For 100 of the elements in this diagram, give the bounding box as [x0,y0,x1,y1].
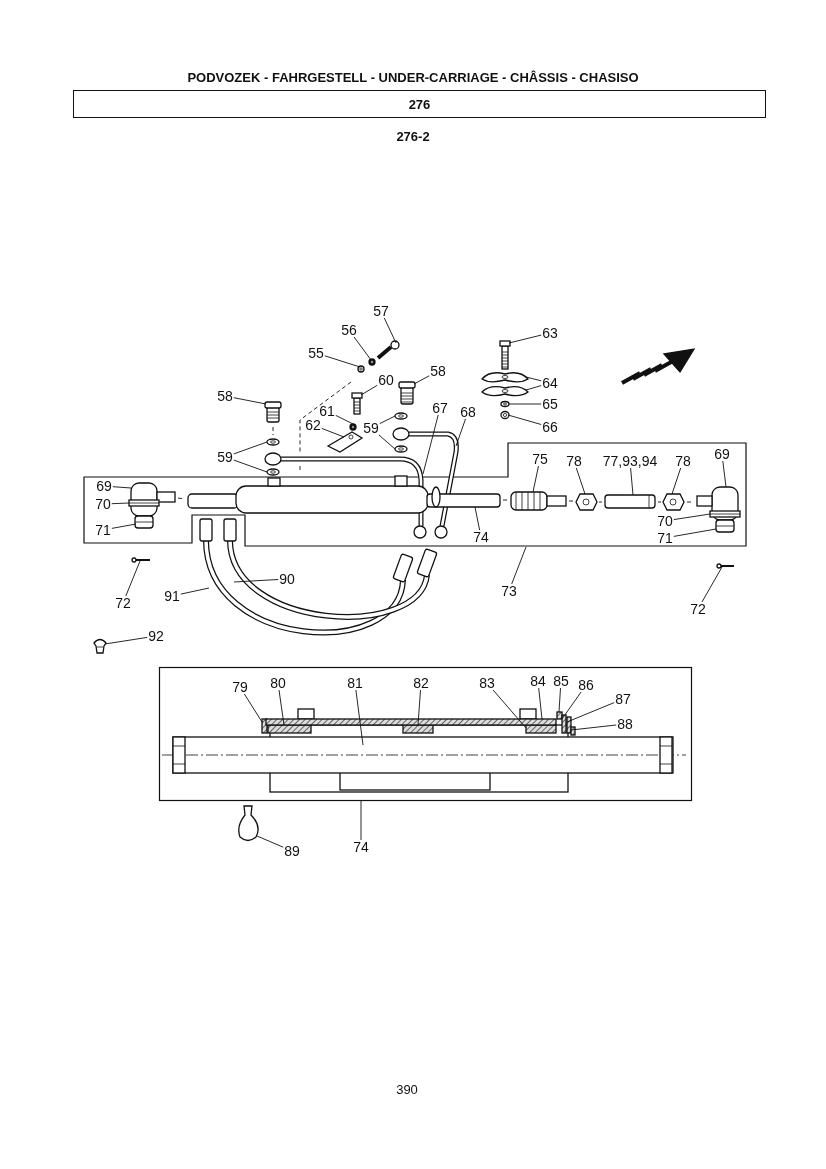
assembly-outline [84,443,747,547]
leader-line [111,502,130,505]
callout-number: 73 [501,583,517,599]
callout-number: 74 [473,529,489,545]
callout-number: 63 [542,325,558,341]
callout-number: 90 [279,571,295,587]
callout-number: 84 [530,673,546,689]
leader-line [538,687,543,720]
leader-line [104,636,148,645]
callout-number: 58 [430,363,446,379]
leader-line [233,397,267,405]
coupling-drawing [510,491,567,511]
nut-drawing [368,358,376,366]
callout-number: 62 [305,417,321,433]
leader-line [507,414,542,425]
clamp-plate-drawing [481,372,529,383]
callout-number: 87 [615,691,631,707]
washer-drawing [394,412,408,420]
callout-number: 91 [164,588,180,604]
leader-line [455,418,466,447]
callout-number: 74 [353,839,369,855]
callout-number: 72 [690,601,706,617]
section-view-frame [159,667,692,801]
bolt-drawing [351,392,363,415]
section-number: 276 [408,96,431,112]
callout-number: 79 [232,679,248,695]
callout-number: 57 [373,303,389,319]
leader-line [630,467,634,496]
callout-number: 59 [217,449,233,465]
page-number: 390 [396,1081,418,1097]
leader-line [508,334,542,344]
callout-number: 81 [347,675,363,691]
leader-line [256,835,284,848]
nut-drawing [500,410,510,420]
clamp-plate-drawing [481,386,529,397]
callout-number: 88 [617,716,633,732]
leader-line [324,355,361,368]
callout-number: 83 [479,675,495,691]
callout-number: 70 [95,496,111,512]
leader-line [422,414,439,475]
washer-drawing [500,400,510,408]
page-title: PODVOZEK - FAHRGESTELL - UNDER-CARRIAGE - CHÂSSIS - CHASISO [186,70,640,85]
leader-line [353,336,372,361]
washer-drawing [357,365,365,373]
leader-line [671,467,682,495]
leader-line [558,687,561,713]
leader-line [180,587,210,595]
callout-number: 85 [553,673,569,689]
callout-number: 71 [657,530,673,546]
leader-line [111,523,137,529]
callout-number: 67 [432,400,448,416]
leader-line [722,460,727,488]
callout-number: 80 [270,675,286,691]
callout-number: 71 [95,522,111,538]
leader-line [360,384,378,396]
callout-number: 75 [532,451,548,467]
leader-line [355,689,364,746]
callout-number: 66 [542,419,558,435]
leader-line [335,414,356,426]
callout-number: 56 [341,322,357,338]
figure-number: 276-2 [396,128,430,144]
callout-number: 86 [578,677,594,693]
leader-line [525,385,542,391]
callout-number: 78 [566,453,582,469]
bolt-drawing [499,340,511,370]
callout-number: 65 [542,396,558,412]
callout-number: 69 [96,478,112,494]
leader-line [243,693,263,723]
leader-line [511,546,527,585]
leader-line [233,579,279,583]
callout-number: 55 [308,345,324,361]
bolt-drawing [376,340,400,360]
nut-drawing [349,423,357,431]
leader-line [673,513,711,521]
callout-number: 60 [378,372,394,388]
leader-line [566,702,615,723]
screw-drawing [93,638,107,654]
header-box [73,90,766,118]
callout-number: 78 [675,453,691,469]
leader-line [360,800,362,841]
leader-line [561,691,582,720]
callout-number: 58 [217,388,233,404]
callout-number: 69 [714,446,730,462]
leader-line [233,441,268,455]
callout-number: 70 [657,513,673,529]
banjo-bolt-drawing [398,381,416,405]
leader-line [125,560,141,597]
hydraulic-hose-drawing [223,518,438,620]
leader-line [474,506,481,531]
cap-drawing [238,805,259,842]
leader-line [575,467,586,495]
callout-number: 72 [115,595,131,611]
callout-number: 82 [413,675,429,691]
callout-number: 77,93,94 [602,453,658,469]
leader-line [112,486,132,489]
leader-line [673,528,717,537]
leader-line [532,465,539,493]
leader-line [525,376,542,382]
callout-number: 64 [542,375,558,391]
hydraulic-hose-drawing [199,518,414,636]
